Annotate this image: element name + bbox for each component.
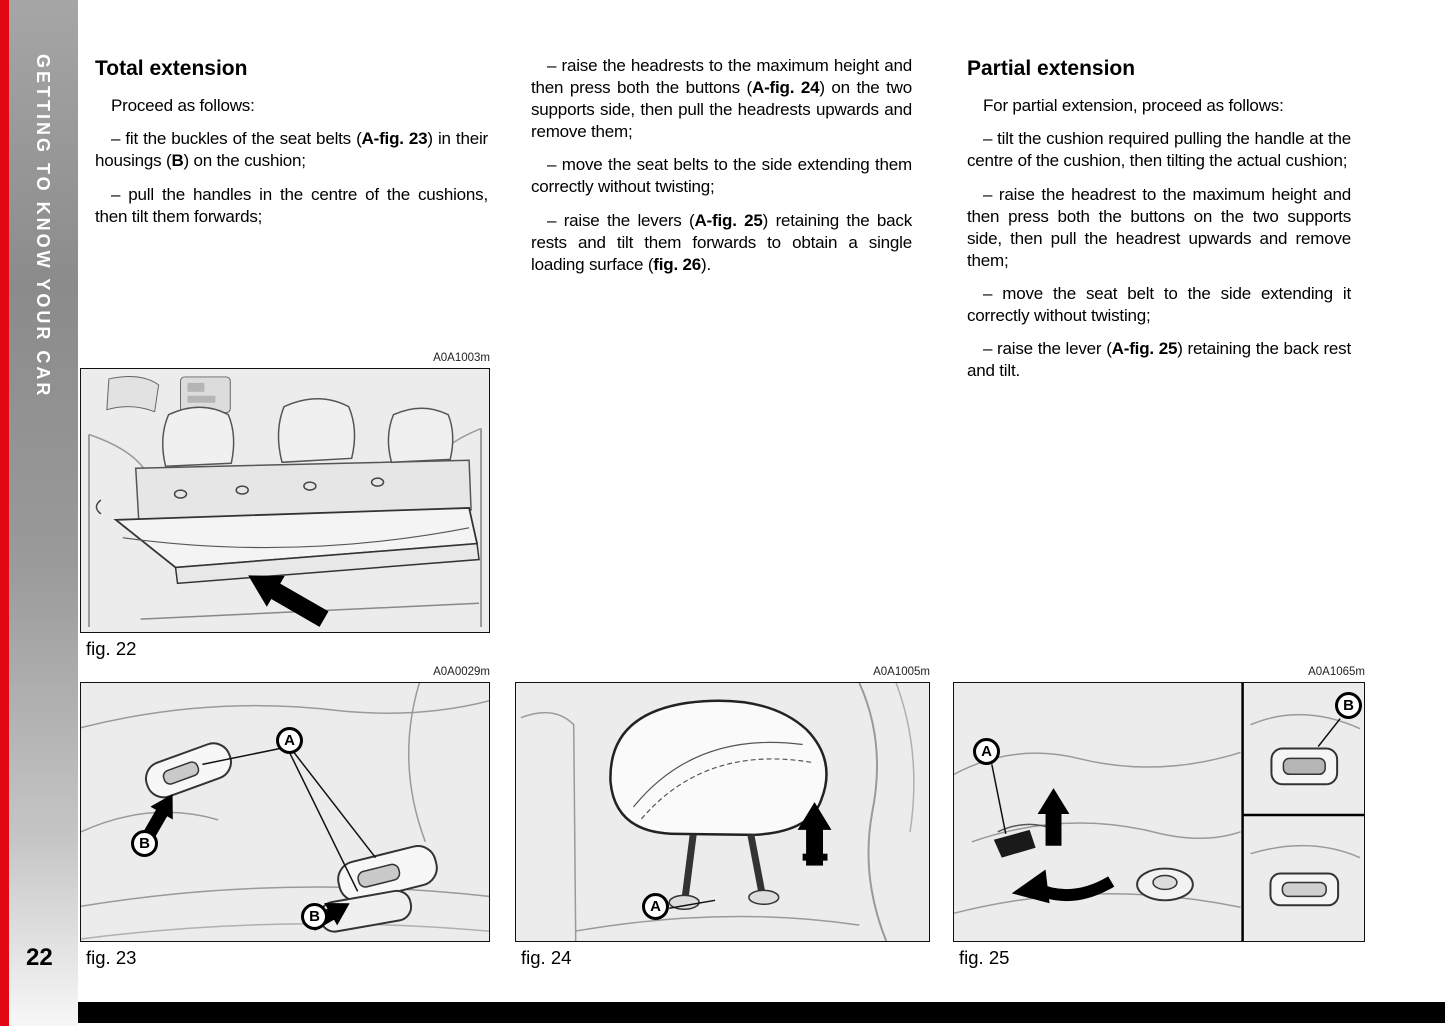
paragraph: For partial extension, proceed as follow… [983, 96, 1284, 116]
section-heading-total-extension: Total extension [95, 57, 248, 80]
label-badge-b: B [301, 903, 328, 930]
arrow-icon [248, 575, 329, 627]
label-badge-b: B [1335, 692, 1362, 719]
label-badge-a: A [973, 738, 1000, 765]
page-number: 22 [26, 944, 53, 971]
figure-caption: fig. 24 [521, 947, 572, 968]
section-heading-partial-extension: Partial extension [967, 57, 1136, 80]
fig25-line-art [954, 683, 1364, 941]
paragraph: – raise the headrest to the maximum heig… [967, 184, 1351, 270]
fig22-line-art [81, 369, 489, 632]
paragraph: Proceed as follows: [111, 96, 255, 116]
arrow-icon [144, 794, 173, 837]
figure-25: A0A1065m [953, 666, 1365, 969]
paragraph: – move the seat belt to the side extendi… [967, 283, 1351, 326]
figure-24-illustration: A [515, 682, 930, 942]
label-badge-a: A [642, 893, 669, 920]
figure-25-illustration: A B [953, 682, 1365, 942]
paragraph: – tilt the cushion required pulling the … [967, 129, 1351, 171]
label-badge-b: B [131, 830, 158, 857]
figure-23: A0A0029m [80, 666, 490, 969]
paragraph: – raise the lever (A-fig. 25) retaining … [967, 339, 1351, 381]
label-badge-a: A [276, 727, 303, 754]
figure-code: A0A0029m [433, 666, 490, 678]
column-total-extension: Total extension Proceed as follows: – fi… [95, 55, 488, 239]
figure-22: A0A1003m [80, 352, 490, 660]
arrow-icon [1037, 788, 1070, 846]
figure-code: A0A1003m [433, 352, 490, 364]
figure-code: A0A1065m [1308, 666, 1365, 678]
figure-caption: fig. 25 [959, 947, 1010, 968]
paragraph: – raise the headrests to the maximum hei… [531, 56, 912, 142]
figure-23-illustration: A B B [80, 682, 490, 942]
footer-bar [78, 1002, 1445, 1023]
column-middle: – raise the headrests to the maximum hei… [531, 55, 912, 287]
paragraph: – raise the levers (A-fig. 25) retaining… [531, 210, 912, 274]
paragraph: – fit the buckles of the seat belts (A-f… [95, 129, 488, 171]
fig24-line-art [516, 683, 929, 941]
chapter-sidebar-label: GETTING TO KNOW YOUR CAR [33, 54, 53, 399]
figure-22-illustration [80, 368, 490, 633]
curved-arrow-icon [1011, 869, 1050, 904]
fig23-line-art [81, 683, 489, 941]
column-partial-extension: Partial extension For partial extension,… [967, 55, 1351, 393]
paragraph: – move the seat belts to the side extend… [531, 155, 912, 197]
page-edge-accent [0, 0, 9, 1026]
figure-caption: fig. 23 [86, 947, 137, 968]
figure-caption: fig. 22 [86, 638, 137, 659]
chapter-sidebar [9, 0, 78, 1026]
figure-24: A0A1005m [515, 666, 930, 969]
figure-code: A0A1005m [873, 666, 930, 678]
paragraph: – pull the handles in the centre of the … [95, 184, 488, 226]
